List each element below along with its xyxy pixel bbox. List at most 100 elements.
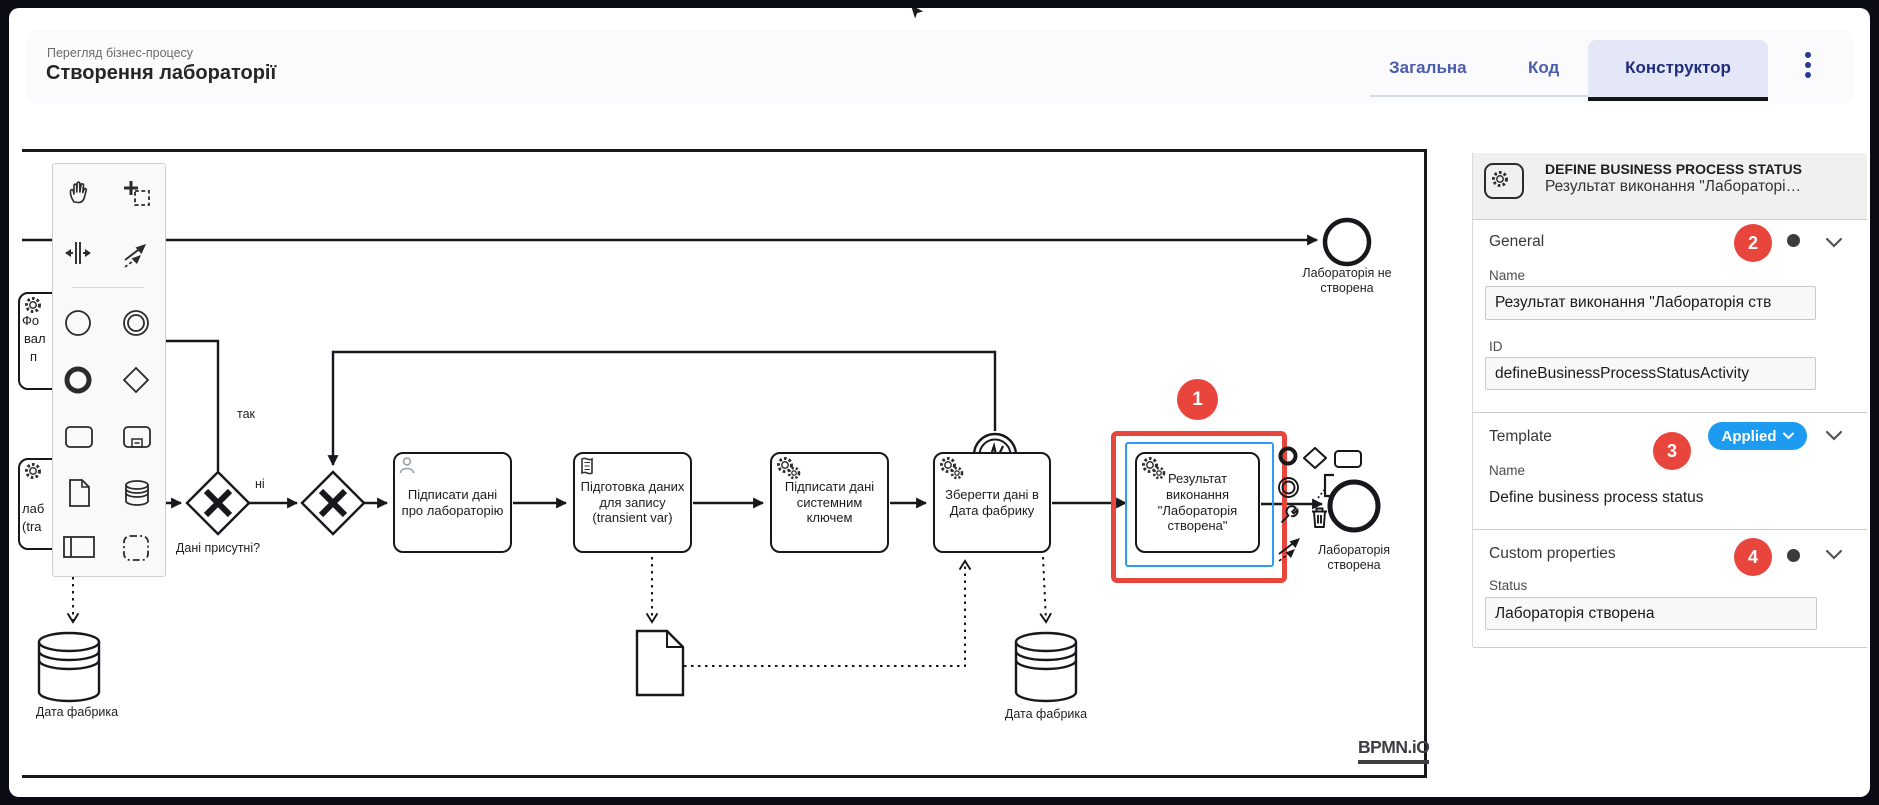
contextpad-append-gateway-icon[interactable] bbox=[1303, 447, 1327, 469]
task-prepare-data[interactable]: Підготовка даних для запису (transient v… bbox=[573, 452, 692, 553]
task-sign-user[interactable]: Підписати дані про лабораторію bbox=[393, 452, 512, 553]
contextpad-append-end-event-icon[interactable] bbox=[1278, 446, 1298, 466]
clipped-task-top-label: Фо вал п bbox=[22, 313, 46, 364]
palette-data-object-icon[interactable] bbox=[66, 478, 94, 508]
palette-space-tool-icon[interactable] bbox=[63, 238, 93, 268]
panel-element-name: Результат виконання "Лабораторі… bbox=[1545, 178, 1802, 195]
user-task-icon bbox=[399, 457, 415, 474]
service-task-icon bbox=[25, 297, 41, 313]
panel-element-type: DEFINE BUSINESS PROCESS STATUS bbox=[1545, 161, 1802, 177]
app-window: Перегляд бізнес-процесу Створення лабора… bbox=[9, 8, 1870, 797]
palette-global-connect-icon[interactable] bbox=[122, 238, 154, 270]
task-sign-system[interactable]: Підписати дані системним ключем bbox=[770, 452, 889, 553]
tab-general[interactable]: Загальна bbox=[1389, 58, 1467, 77]
template-name-label: Name bbox=[1489, 463, 1526, 478]
annotation-rectangle bbox=[1111, 431, 1287, 583]
clipped-task-bottom-label: лаб (tra bbox=[22, 501, 45, 534]
custom-status-dot bbox=[1787, 549, 1800, 562]
custom-chevron-icon[interactable] bbox=[1825, 548, 1843, 562]
header-bar bbox=[27, 30, 1853, 103]
service-task-icon bbox=[25, 463, 41, 479]
annotation-badge-1: 1 bbox=[1177, 379, 1218, 420]
general-chevron-icon[interactable] bbox=[1825, 236, 1843, 250]
palette-separator bbox=[72, 287, 144, 288]
name-input[interactable] bbox=[1485, 286, 1816, 320]
kebab-menu-icon[interactable] bbox=[1805, 48, 1811, 82]
contextpad-text-annotation-icon[interactable] bbox=[1316, 472, 1340, 500]
section-custom-properties-title[interactable]: Custom properties bbox=[1489, 545, 1616, 562]
applied-chevron-icon bbox=[1782, 432, 1794, 440]
palette-task-icon[interactable] bbox=[64, 424, 94, 450]
gear-icon bbox=[1492, 171, 1508, 187]
contextpad-append-task-icon[interactable] bbox=[1334, 450, 1362, 468]
tab-constructor[interactable]: Конструктор bbox=[1625, 58, 1731, 77]
panel-left-border bbox=[1472, 153, 1473, 647]
service-task-icon bbox=[1142, 457, 1166, 480]
service-task-icon bbox=[940, 457, 964, 480]
data-associations[interactable] bbox=[66, 556, 1052, 667]
breadcrumb: Перегляд бізнес-процесу bbox=[47, 46, 194, 60]
contextpad-wrench-icon[interactable] bbox=[1278, 503, 1301, 526]
gateway-question-label: Дані присутні? bbox=[175, 541, 261, 555]
panel-divider bbox=[1473, 219, 1867, 220]
bpmn-io-logo: BPMN.iO bbox=[1358, 737, 1430, 764]
applied-label: Applied bbox=[1721, 427, 1777, 445]
gateway-merge[interactable] bbox=[300, 470, 366, 536]
tab-code[interactable]: Код bbox=[1528, 58, 1560, 77]
contextpad-append-intermediate-event-icon[interactable] bbox=[1277, 476, 1300, 499]
panel-header bbox=[1473, 153, 1867, 219]
assoc-document-to-save[interactable] bbox=[684, 559, 972, 667]
end-event-created[interactable] bbox=[1327, 479, 1381, 533]
status-field-label: Status bbox=[1489, 578, 1528, 593]
panel-divider bbox=[1473, 647, 1867, 648]
gateway-data-present[interactable] bbox=[185, 470, 251, 536]
assoc-save-to-datastore[interactable] bbox=[1039, 556, 1052, 624]
data-store-left[interactable] bbox=[37, 631, 101, 703]
section-general-title[interactable]: General bbox=[1489, 233, 1545, 250]
template-chevron-icon[interactable] bbox=[1825, 429, 1843, 443]
data-object-document[interactable] bbox=[635, 629, 685, 697]
panel-divider bbox=[1473, 412, 1867, 413]
end-event-created-label: Лабораторія створена bbox=[1318, 543, 1390, 573]
active-tab-underline bbox=[1588, 97, 1768, 101]
flow-boundary-loop[interactable] bbox=[327, 350, 997, 467]
data-store-right[interactable] bbox=[1014, 631, 1078, 703]
canvas-border-bottom bbox=[22, 775, 1427, 778]
task-label: Підписати дані системним ключем bbox=[784, 478, 875, 526]
branch-yes-label: так bbox=[237, 407, 256, 421]
template-name-value: Define business process status bbox=[1489, 489, 1704, 506]
palette-lasso-tool-icon[interactable] bbox=[122, 179, 152, 209]
contextpad-connect-icon[interactable] bbox=[1276, 531, 1308, 563]
general-status-dot bbox=[1787, 234, 1800, 247]
task-label: Результат виконання "Лабораторія створен… bbox=[1157, 470, 1238, 534]
palette-hand-tool-icon[interactable] bbox=[64, 177, 94, 207]
flow-yes-branch[interactable] bbox=[140, 335, 220, 471]
template-applied-pill[interactable]: Applied bbox=[1708, 422, 1807, 450]
task-save-data[interactable]: Зберегти дані в Дата фабрику bbox=[933, 452, 1051, 553]
script-task-icon bbox=[581, 457, 593, 475]
tab-constructor-background bbox=[1588, 40, 1768, 97]
palette-intermediate-event-icon[interactable] bbox=[122, 309, 150, 337]
data-store-right-label: Дата фабрика bbox=[1004, 707, 1088, 721]
palette-participant-icon[interactable] bbox=[63, 534, 95, 560]
annotation-badge-4: 4 bbox=[1734, 538, 1772, 576]
contextpad-trash-icon[interactable] bbox=[1308, 505, 1332, 531]
palette-data-store-icon[interactable] bbox=[122, 478, 152, 508]
palette-group-icon[interactable] bbox=[122, 534, 150, 562]
palette-start-event-icon[interactable] bbox=[64, 309, 92, 337]
end-event-not-created[interactable] bbox=[1322, 217, 1372, 267]
task-label: Зберегти дані в Дата фабрику bbox=[945, 486, 1039, 518]
task-label: Підписати дані про лабораторію bbox=[401, 486, 504, 518]
task-label: Підготовка даних для запису (transient v… bbox=[580, 478, 685, 526]
palette-gateway-icon[interactable] bbox=[122, 366, 150, 394]
palette-end-event-icon[interactable] bbox=[64, 366, 92, 394]
id-input[interactable] bbox=[1485, 357, 1816, 390]
section-template-title[interactable]: Template bbox=[1489, 428, 1552, 445]
status-input[interactable] bbox=[1485, 597, 1817, 630]
sequence-flows[interactable] bbox=[22, 234, 1324, 510]
task-result-selected[interactable]: Результат виконання "Лабораторія створен… bbox=[1135, 452, 1260, 553]
canvas-border-right bbox=[1424, 149, 1427, 778]
palette-subprocess-icon[interactable] bbox=[122, 424, 152, 450]
name-field-label: Name bbox=[1489, 268, 1526, 283]
panel-divider bbox=[1473, 529, 1867, 530]
